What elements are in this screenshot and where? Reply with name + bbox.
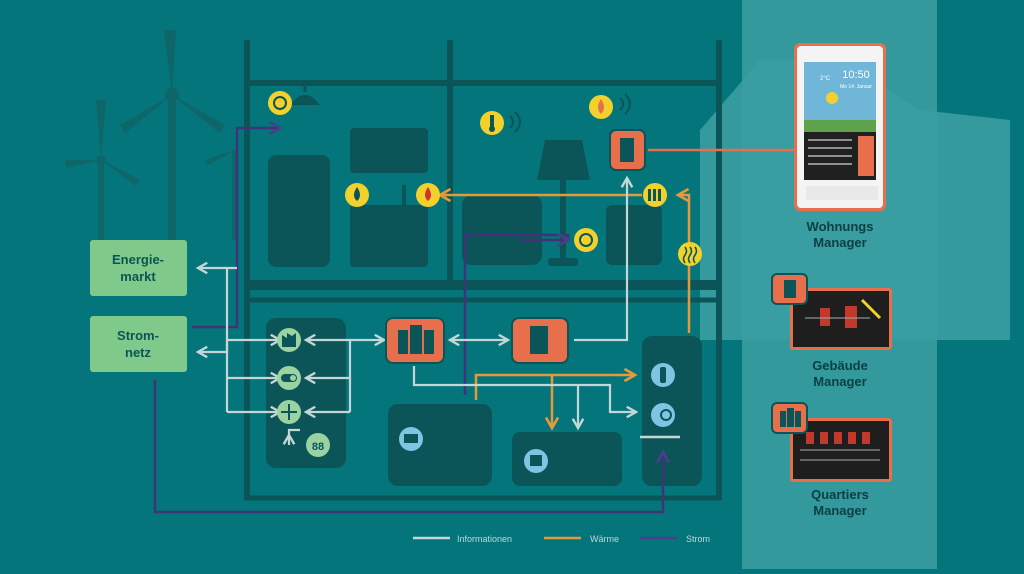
energiemarkt-line1: Energie-: [112, 252, 164, 267]
tank-level-icon: [651, 363, 675, 387]
stromnetz-line2: netz: [125, 345, 152, 360]
legend-info-label: Informationen: [457, 534, 512, 544]
quartiers-manager-label-line1: Quartiers: [811, 487, 869, 502]
legend: Informationen Wärme Strom: [413, 534, 710, 544]
radiator-icon: [643, 183, 667, 207]
tablet-time: 10:50: [842, 69, 870, 81]
wohnungs-manager-tablet[interactable]: 10:50 Mo 14. Januar 2°C: [794, 43, 886, 211]
socket-icon-living: [574, 228, 598, 252]
meter-display-value: 88: [312, 441, 324, 453]
stromnetz-line1: Strom-: [117, 328, 159, 343]
boiler-icon: [399, 427, 423, 451]
gebaeude-manager-label-line1: Gebäude: [812, 358, 868, 373]
distribution-icon: [277, 400, 301, 424]
house-frame: [244, 40, 722, 501]
legend-heat-label: Wärme: [590, 534, 619, 544]
stromnetz-box[interactable]: Strom- netz: [90, 316, 187, 372]
living-room-furniture: [462, 140, 662, 266]
toggle-icon: [277, 366, 301, 390]
wohnungs-manager-label-line1: Wohnungs: [807, 219, 874, 234]
heat-meter-icon: [651, 403, 675, 427]
meter-display-icon: 88: [306, 433, 330, 457]
kitchen-furniture: [268, 83, 428, 267]
legend-power-label: Strom: [686, 534, 710, 544]
district-node-icon[interactable]: [385, 317, 445, 364]
flame-icon: [589, 95, 613, 119]
wohnungs-manager-label-line2: Manager: [813, 235, 866, 250]
hot-water-icon: [416, 183, 440, 207]
wind-turbines: [65, 30, 238, 250]
apartment-node-icon[interactable]: [609, 129, 646, 171]
thermometer-icon: [480, 111, 504, 135]
heat-lines: [437, 187, 691, 431]
energiemarkt-box[interactable]: Energie- markt: [90, 240, 187, 296]
storage-icon: [524, 449, 548, 473]
tablet-date: Mo 14. Januar: [840, 84, 872, 90]
quartiers-manager-label-line2: Manager: [813, 503, 866, 518]
building-node-icon[interactable]: [511, 317, 569, 364]
energiemarkt-line2: markt: [120, 269, 156, 284]
information-lines: [195, 175, 680, 445]
heat-waves-icon: [678, 242, 702, 266]
wifi-icon: [509, 93, 631, 133]
factory-icon: [277, 328, 301, 352]
gebaeude-manager-label-line2: Manager: [813, 374, 866, 389]
power-lines: [153, 120, 671, 514]
tablet-temp: 2°C: [820, 76, 831, 82]
water-drop-icon: [345, 183, 369, 207]
quartiers-manager-screen[interactable]: [771, 402, 892, 482]
socket-icon: [268, 91, 292, 115]
basement-equipment: [266, 318, 702, 486]
gebaeude-manager-screen[interactable]: [771, 273, 892, 350]
